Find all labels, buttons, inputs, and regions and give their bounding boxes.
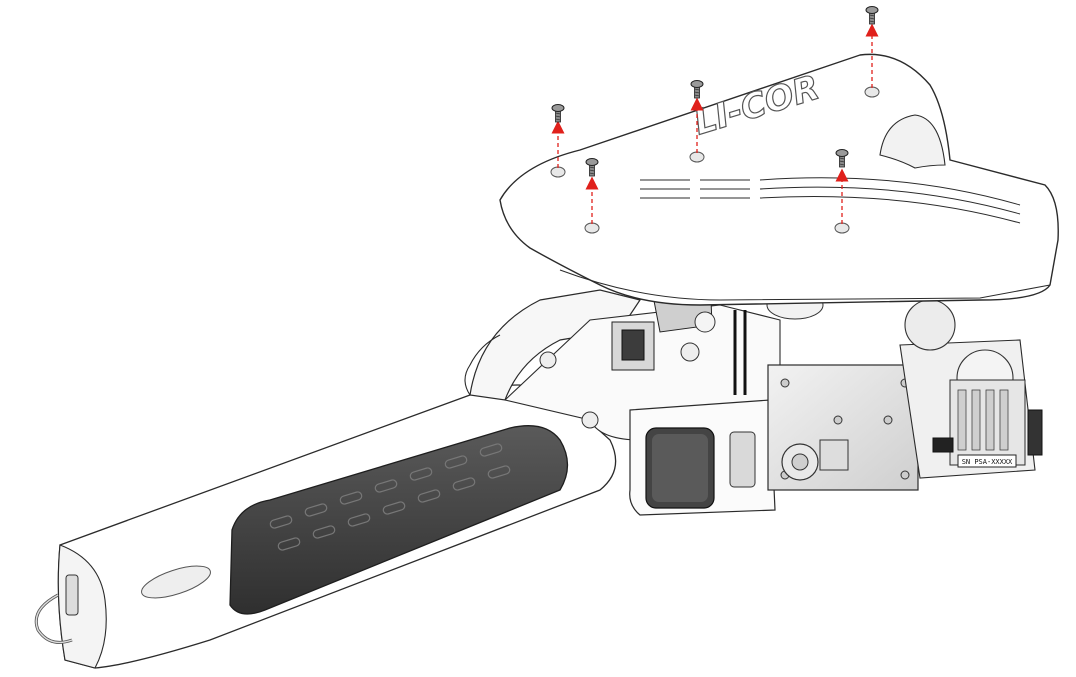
serial-label-text: SN PSA-XXXXX: [962, 458, 1013, 466]
side-connector: [1027, 409, 1043, 456]
screw-icon: [835, 149, 849, 168]
screw-icon: [690, 80, 704, 99]
grip-texture: [269, 443, 511, 551]
screw-icon: [551, 104, 565, 123]
screws: [551, 6, 879, 177]
screw-holes: [550, 86, 880, 234]
screw-icon: [585, 158, 599, 177]
rubber-grip: [229, 425, 569, 615]
screw-icon: [865, 6, 879, 25]
serial-label: SN PSA-XXXXX: [957, 454, 1017, 468]
removal-arrows: [551, 23, 879, 224]
trigger-guard: [464, 289, 641, 401]
display-window: [629, 399, 776, 516]
top-cover: LI-COR: [499, 53, 1059, 306]
chamber-housing: SN PSA-XXXXX: [767, 299, 1043, 491]
vent-grooves: [640, 177, 1021, 224]
